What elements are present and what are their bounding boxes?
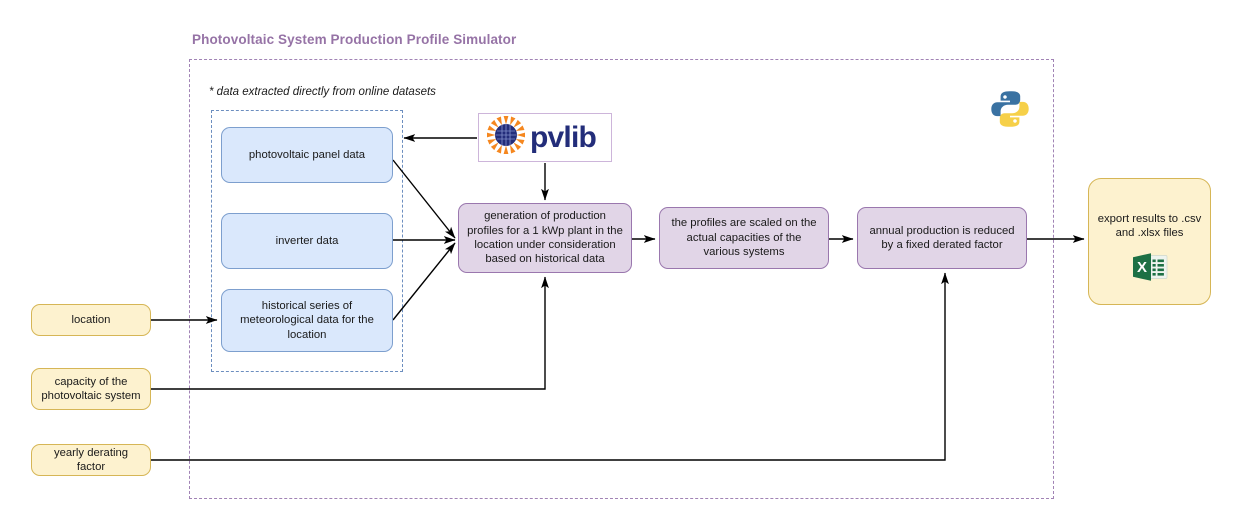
excel-file-icon: X bbox=[1131, 252, 1169, 282]
node-profiles-scaled-to-capacities[interactable]: the profiles are scaled on the actual ca… bbox=[659, 207, 829, 269]
node-annual-production-derated[interactable]: annual production is reduced by a fixed … bbox=[857, 207, 1027, 269]
node-generation-of-production-profiles[interactable]: generation of production profiles for a … bbox=[458, 203, 632, 273]
node-historical-meteorological-data[interactable]: historical series of meteorological data… bbox=[221, 289, 393, 352]
node-location-input[interactable]: location bbox=[31, 304, 151, 336]
page-title: Photovoltaic System Production Profile S… bbox=[192, 32, 517, 47]
node-yearly-derating-factor-input[interactable]: yearly derating factor bbox=[31, 444, 151, 476]
pvlib-logo-box[interactable]: pvlib bbox=[478, 113, 612, 162]
svg-text:X: X bbox=[1136, 259, 1146, 276]
node-inverter-data[interactable]: inverter data bbox=[221, 213, 393, 269]
online-data-note: * data extracted directly from online da… bbox=[209, 86, 436, 98]
node-photovoltaic-panel-data[interactable]: photovoltaic panel data bbox=[221, 127, 393, 183]
pvlib-wordmark: pvlib bbox=[530, 120, 597, 154]
node-export-results[interactable]: export results to .csv and .xlsx files X bbox=[1088, 178, 1211, 305]
node-capacity-input[interactable]: capacity of the photovoltaic system bbox=[31, 368, 151, 410]
sun-solar-panel-icon bbox=[486, 115, 526, 160]
node-export-label: export results to .csv and .xlsx files bbox=[1097, 213, 1202, 240]
python-logo-icon bbox=[989, 88, 1031, 130]
